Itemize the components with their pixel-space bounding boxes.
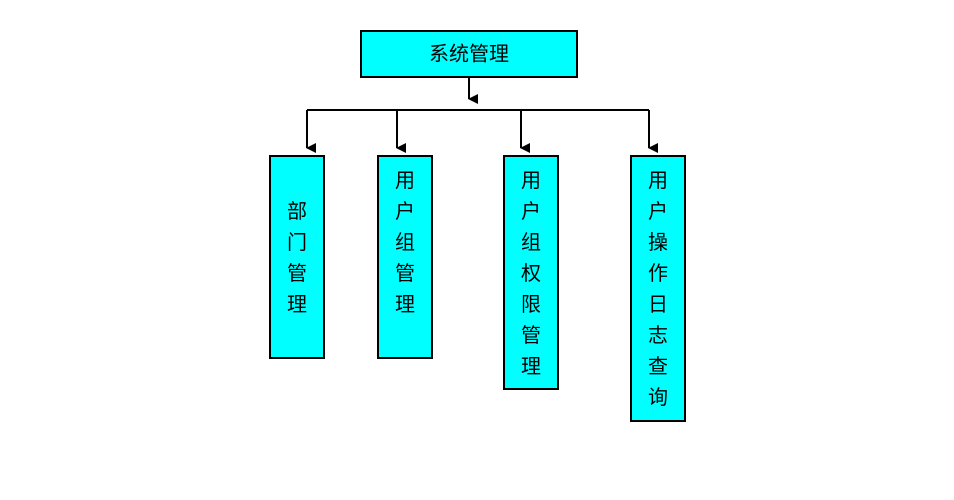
vertical-label-char: 户: [648, 199, 668, 223]
vertical-label-char: 管: [395, 261, 415, 285]
vertical-label-char: 限: [521, 292, 541, 316]
vertical-label-char: 用: [521, 168, 541, 192]
root-node: 系统管理: [360, 30, 578, 78]
child-node-1-label: 用户组管理: [395, 168, 415, 316]
vertical-label-char: 部: [287, 199, 307, 223]
vertical-label-char: 管: [287, 261, 307, 285]
vertical-label-char: 志: [648, 323, 668, 347]
root-node-box: [360, 30, 578, 78]
child-node-3-box: [630, 155, 686, 422]
root-node-label: 系统管理: [429, 42, 509, 66]
vertical-label-char: 理: [521, 354, 541, 378]
child-node-0-label: 部门管理: [287, 199, 307, 316]
child-node-1-box: [377, 155, 433, 359]
vertical-label-char: 户: [395, 199, 415, 223]
child-node-3: 用户操作日志查询: [630, 155, 686, 422]
vertical-label-char: 门: [287, 230, 307, 254]
child-node-0: 部门管理: [269, 155, 325, 359]
child-node-2-box: [503, 155, 559, 390]
child-node-0-box: [269, 155, 325, 359]
vertical-label-char: 户: [521, 199, 541, 223]
vertical-label-char: 组: [395, 230, 415, 254]
vertical-label-char: 操: [648, 230, 668, 254]
child-node-2: 用户组权限管理: [503, 155, 559, 390]
vertical-label-char: 理: [395, 292, 415, 316]
vertical-label-char: 组: [521, 230, 541, 254]
child-node-3-label: 用户操作日志查询: [648, 168, 668, 409]
child-node-1: 用户组管理: [377, 155, 433, 359]
vertical-label-char: 用: [395, 168, 415, 192]
vertical-label-char: 作: [648, 261, 668, 285]
vertical-label-char: 日: [648, 292, 668, 316]
vertical-label-char: 询: [648, 385, 668, 409]
vertical-label-char: 用: [648, 168, 668, 192]
child-node-2-label: 用户组权限管理: [521, 168, 541, 378]
vertical-label-char: 权: [521, 261, 541, 285]
vertical-label-char: 查: [648, 354, 668, 378]
vertical-label-char: 管: [521, 323, 541, 347]
vertical-label-char: 理: [287, 292, 307, 316]
